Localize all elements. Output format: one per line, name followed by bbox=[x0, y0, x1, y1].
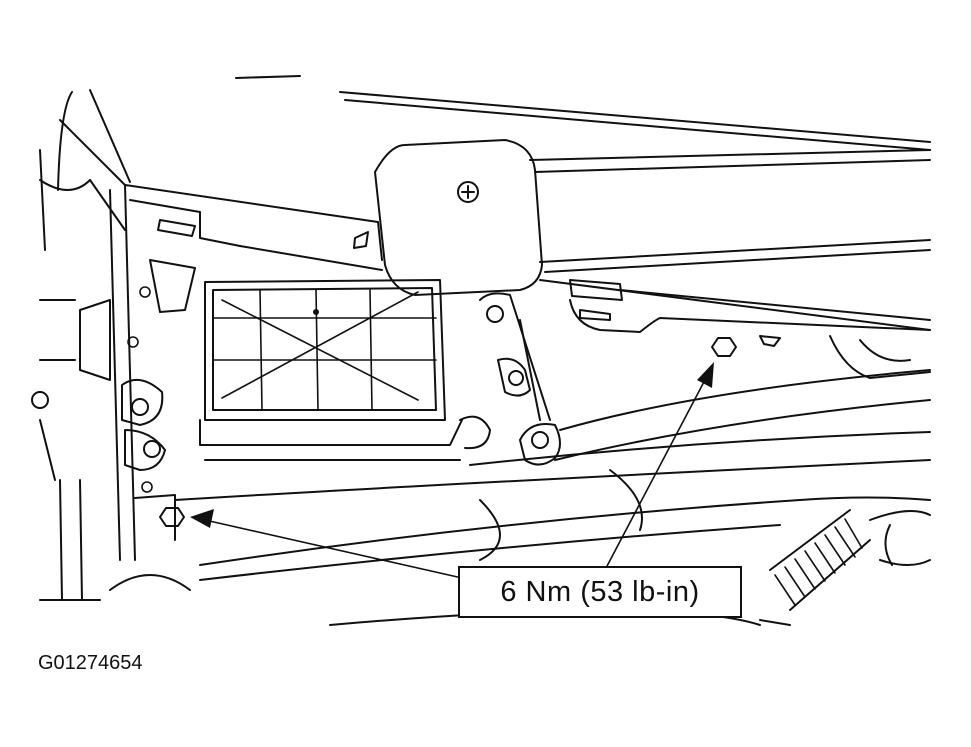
leader-arrow-left bbox=[190, 509, 463, 579]
arrow-icon bbox=[190, 509, 214, 528]
link-arm bbox=[459, 292, 561, 466]
housing-block bbox=[374, 139, 543, 296]
left-pillar bbox=[31, 89, 191, 601]
figure-id: G01274654 bbox=[38, 652, 143, 674]
leader-arrow-right bbox=[605, 362, 714, 569]
grid-window bbox=[199, 279, 463, 461]
upper-rail bbox=[235, 75, 931, 331]
corrugated-conduit bbox=[759, 509, 931, 626]
mounting-bracket bbox=[121, 184, 383, 541]
arrow-icon bbox=[697, 362, 714, 388]
fastener-bolt-icon bbox=[711, 337, 737, 357]
fastener-bolt-icon bbox=[159, 507, 185, 527]
torque-callout: 6 Nm (53 lb-in) bbox=[458, 566, 742, 618]
torque-label: 6 Nm (53 lb-in) bbox=[500, 576, 700, 608]
screw-icon bbox=[457, 181, 479, 203]
